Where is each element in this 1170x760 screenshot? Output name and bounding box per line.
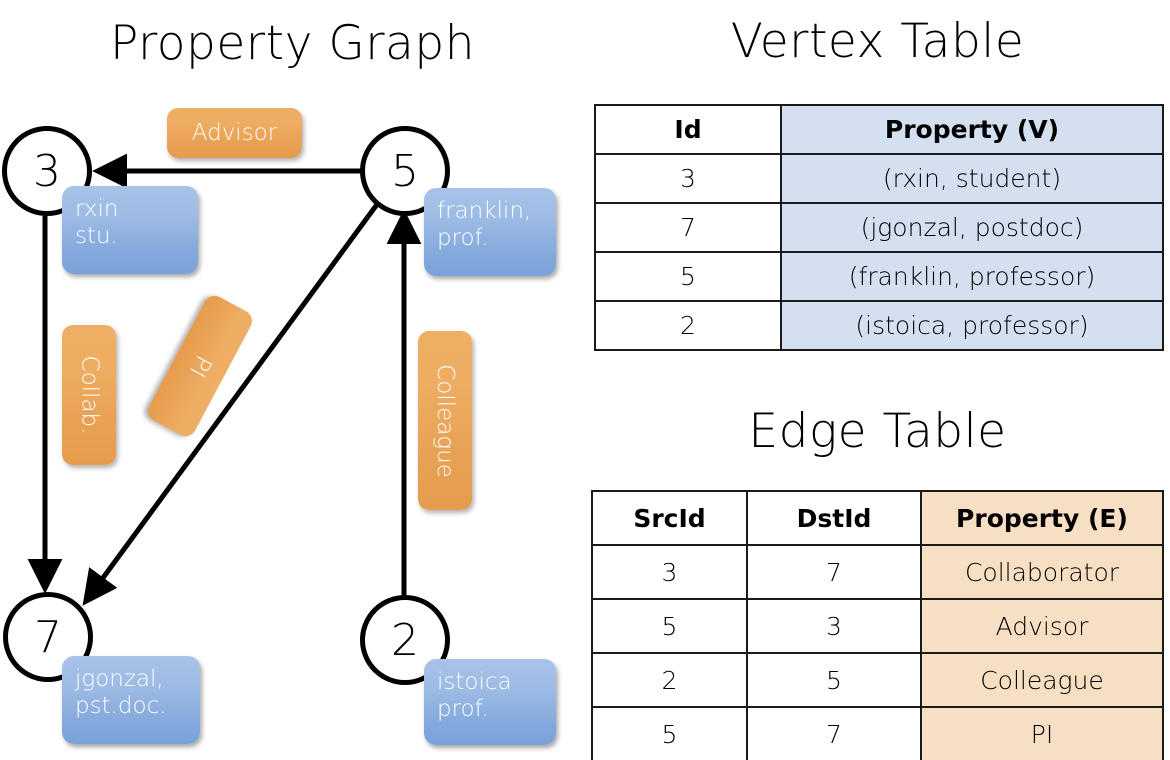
edge-table-cell-srcid: 5	[591, 598, 748, 654]
graph-node-3-property-box: rxin stu.	[62, 186, 198, 274]
vertex-table-cell-id: 5	[594, 251, 782, 302]
edge-table-cell-srcid: 3	[591, 544, 748, 600]
vertex-table-cell-property: (jgonzal, postdoc)	[780, 202, 1164, 253]
page-title-edge-table: Edge Table	[748, 404, 1007, 459]
graph-node-2-property-line1: istoica	[437, 669, 512, 695]
edge-table-cell-property: PI	[920, 706, 1164, 760]
vertex-table: Id Property (V) 3 (rxin, student) 7 (jgo…	[594, 104, 1164, 351]
edge-table-cell-dstid: 5	[746, 652, 922, 708]
page-title-property-graph: Property Graph	[110, 16, 475, 71]
table-row: 3 (rxin, student)	[594, 153, 1164, 204]
vertex-table-cell-id: 2	[594, 300, 782, 351]
edge-table-header-dstid: DstId	[746, 490, 922, 546]
edge-table-cell-property: Collaborator	[920, 544, 1164, 600]
graph-node-3-property-line2: stu.	[75, 223, 118, 250]
graph-node-5-property-box: franklin, prof.	[424, 188, 556, 276]
graph-node-2-label: 2	[391, 614, 419, 666]
vertex-table-cell-property: (istoica, professor)	[780, 300, 1164, 351]
graph-edge-label-collab: Collab.	[62, 325, 116, 465]
graph-node-7-property-box: jgonzal, pst.doc.	[62, 656, 200, 744]
graph-edge-5-to-7	[82, 201, 381, 606]
table-row: 5 3 Advisor	[591, 598, 1164, 654]
edge-table-header-property: Property (E)	[920, 490, 1164, 546]
graph-node-5-label: 5	[391, 145, 419, 197]
table-row: 7 (jgonzal, postdoc)	[594, 202, 1164, 253]
vertex-table-cell-id: 7	[594, 202, 782, 253]
graph-edge-label-colleague-text: Colleague	[432, 363, 458, 478]
graph-node-3-property-line1: rxin	[75, 196, 119, 222]
graph-node-5-property-line2: prof.	[437, 225, 489, 252]
graph-node-7-property-line1: jgonzal,	[75, 666, 164, 692]
table-row: 3 7 Collaborator	[591, 544, 1164, 600]
edge-table-header-srcid: SrcId	[591, 490, 748, 546]
vertex-table-cell-id: 3	[594, 153, 782, 204]
vertex-table-header-id: Id	[594, 104, 782, 155]
table-row: 2 5 Colleague	[591, 652, 1164, 708]
table-row: 5 7 PI	[591, 706, 1164, 760]
graph-node-2-property-line2: prof.	[437, 696, 489, 723]
graph-node-3-label: 3	[33, 145, 61, 197]
graph-node-2-property-box: istoica prof.	[424, 659, 556, 745]
edge-table-cell-dstid: 7	[746, 706, 922, 760]
graph-node-7-label: 7	[34, 611, 62, 663]
edge-table-cell-dstid: 3	[746, 598, 922, 654]
graph-node-2[interactable]: 2	[360, 595, 450, 685]
edge-table-cell-dstid: 7	[746, 544, 922, 600]
graph-node-7-property-line2: pst.doc.	[75, 693, 167, 720]
edge-table: SrcId DstId Property (E) 3 7 Collaborato…	[591, 490, 1164, 760]
graph-node-5-property-line1: franklin,	[437, 198, 532, 224]
edge-table-header-row: SrcId DstId Property (E)	[591, 490, 1164, 546]
property-graph-diagram: 3 5 7 2 rxin stu. franklin, prof. jgonza…	[2, 108, 556, 745]
graph-edge-label-colleague: Colleague	[418, 331, 472, 510]
edge-table-cell-property: Advisor	[920, 598, 1164, 654]
vertex-table-cell-property: (rxin, student)	[780, 153, 1164, 204]
edge-table-cell-property: Colleague	[920, 652, 1164, 708]
graph-edges-layer	[27, 153, 422, 606]
table-row: 5 (franklin, professor)	[594, 251, 1164, 302]
table-row: 2 (istoica, professor)	[594, 300, 1164, 351]
graph-edge-label-pi-text: PI	[183, 350, 217, 382]
vertex-table-header-property: Property (V)	[780, 104, 1164, 155]
edge-table-cell-srcid: 5	[591, 706, 748, 760]
page-title-vertex-table: Vertex Table	[730, 14, 1025, 69]
graph-edge-label-advisor-text: Advisor	[191, 120, 278, 146]
graph-edge-label-advisor: Advisor	[167, 108, 302, 158]
graph-edge-label-collab-text: Collab.	[76, 355, 103, 435]
edge-table-cell-srcid: 2	[591, 652, 748, 708]
vertex-table-cell-property: (franklin, professor)	[780, 251, 1164, 302]
vertex-table-header-row: Id Property (V)	[594, 104, 1164, 155]
